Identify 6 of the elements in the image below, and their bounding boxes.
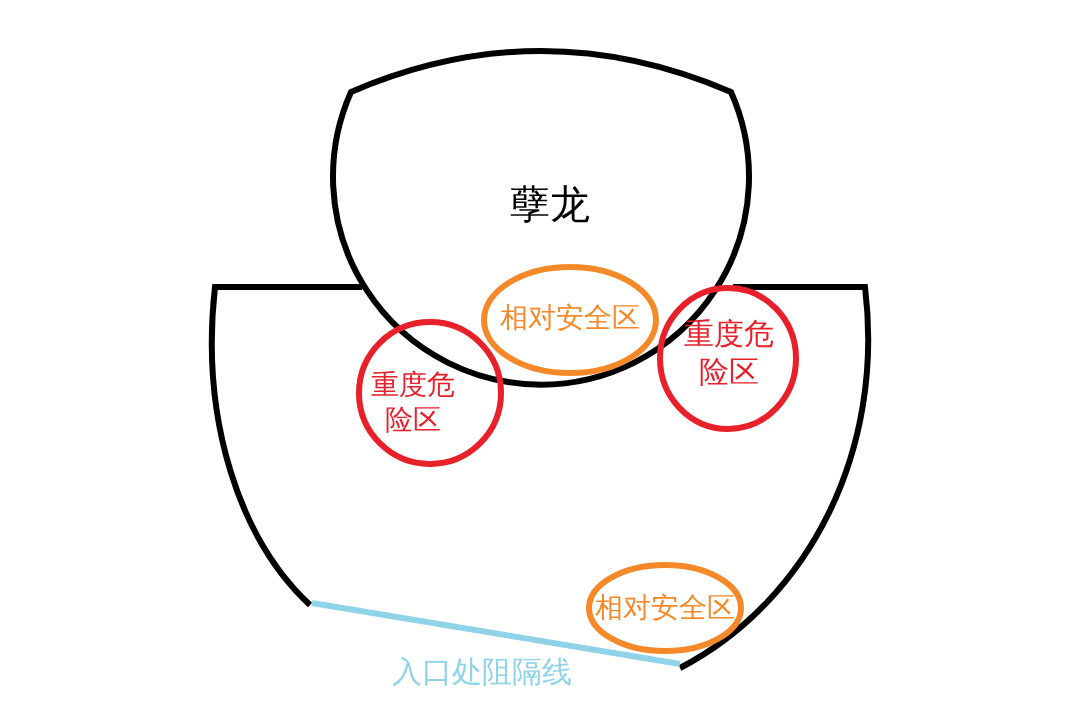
zone-label: 重度危险区 xyxy=(683,316,775,390)
zone-label: 相对安全区 xyxy=(499,301,641,335)
zone-label: 相对安全区 xyxy=(594,591,736,625)
boss-name: 孽龙 xyxy=(509,181,591,229)
barrier-label: 入口处阻隔线 xyxy=(392,654,572,690)
zone-label: 重度危险区 xyxy=(370,368,456,437)
